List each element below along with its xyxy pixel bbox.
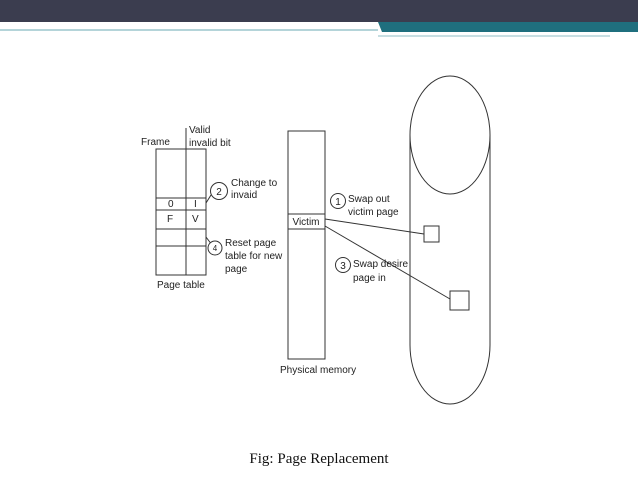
page-table-header-frame: Frame	[141, 137, 170, 148]
step-3-text-line1: Swap desire	[353, 259, 408, 270]
swap-in-line	[324, 225, 451, 300]
step-1: 1 Swap out victim page	[330, 193, 399, 218]
header-teal-accent	[378, 22, 638, 32]
step-2-leader	[205, 194, 212, 204]
swap-out-line	[324, 218, 425, 235]
page-table-label: Page table	[157, 280, 205, 291]
step-3-number: 3	[340, 261, 346, 272]
backing-store-disk	[409, 75, 491, 405]
figure-caption: Fig: Page Replacement	[249, 451, 389, 467]
page-table-frame-cell: 0	[168, 199, 174, 210]
page-table-header-valid: Valid	[189, 125, 211, 136]
disk-top	[409, 75, 491, 195]
page-table-frame-cell: F	[167, 214, 173, 225]
step-4-circle	[207, 240, 223, 256]
step-4-text-line2: table for new	[225, 251, 283, 262]
disk-body	[409, 135, 491, 405]
page-table-bit-cell: I	[194, 199, 197, 210]
physical-memory-box	[287, 130, 326, 360]
step-2-text-line2: invaid	[231, 190, 257, 201]
header-dark-band	[0, 0, 638, 22]
step-3-circle	[335, 257, 351, 273]
page-table: Frame Valid invalid bit 0 I F V Page tab…	[141, 125, 231, 291]
step-1-number: 1	[335, 197, 341, 208]
page-table-bit-cell: V	[192, 214, 199, 225]
disk-page-slot-2	[449, 290, 470, 311]
disk-page-slot-1	[423, 225, 440, 243]
physical-memory: Victim Physical memory	[280, 130, 356, 376]
step-1-text-line1: Swap out	[348, 194, 390, 205]
step-4: 4 Reset page table for new page	[205, 236, 283, 275]
step-3-text-line2: page in	[353, 273, 386, 284]
step-4-number: 4	[213, 244, 218, 253]
step-4-text-line1: Reset page	[225, 238, 277, 249]
page-table-header-invalid-bit: invalid bit	[189, 138, 231, 149]
page-table-box	[155, 148, 207, 276]
physical-memory-label: Physical memory	[280, 365, 356, 376]
step-2-number: 2	[216, 187, 222, 198]
step-2: 2 Change to invaid	[205, 178, 278, 204]
slide-header-bar	[0, 0, 638, 37]
step-3: 3 Swap desire page in	[335, 257, 408, 284]
step-4-text-line3: page	[225, 264, 248, 275]
step-2-circle	[210, 182, 228, 200]
victim-label: Victim	[292, 217, 319, 228]
step-1-circle	[330, 193, 346, 209]
step-1-text-line2: victim page	[348, 207, 399, 218]
step-2-text-line1: Change to	[231, 178, 278, 189]
